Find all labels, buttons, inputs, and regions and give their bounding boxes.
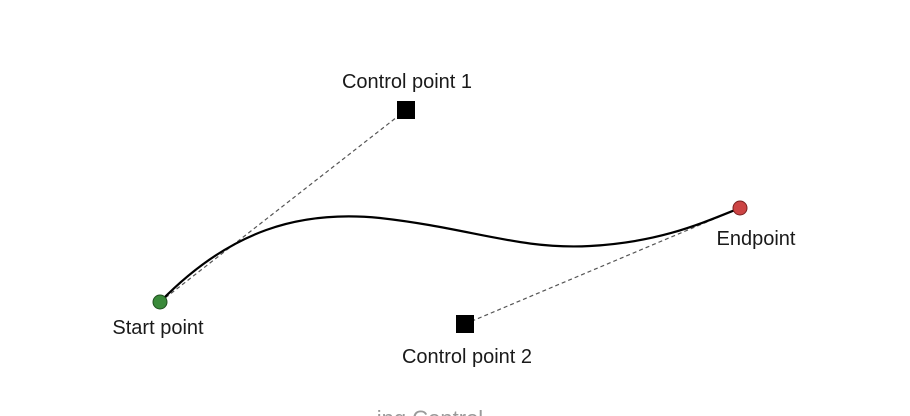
guide-line-start-to-control-1 xyxy=(159,109,407,303)
control-point-2-label: Control point 2 xyxy=(402,346,532,368)
endpoint-label: Endpoint xyxy=(717,228,796,250)
control-point-1-label: Control point 1 xyxy=(342,71,472,93)
guide-line-control-2-to-endpoint xyxy=(464,207,741,325)
start-point-marker xyxy=(152,294,168,310)
bezier-curve xyxy=(159,206,741,303)
caption-text: ing Control xyxy=(377,406,483,416)
control-point-2-marker xyxy=(456,315,474,333)
endpoint-marker xyxy=(732,200,748,216)
start-point-label: Start point xyxy=(112,317,204,339)
control-point-1-marker xyxy=(397,101,415,119)
